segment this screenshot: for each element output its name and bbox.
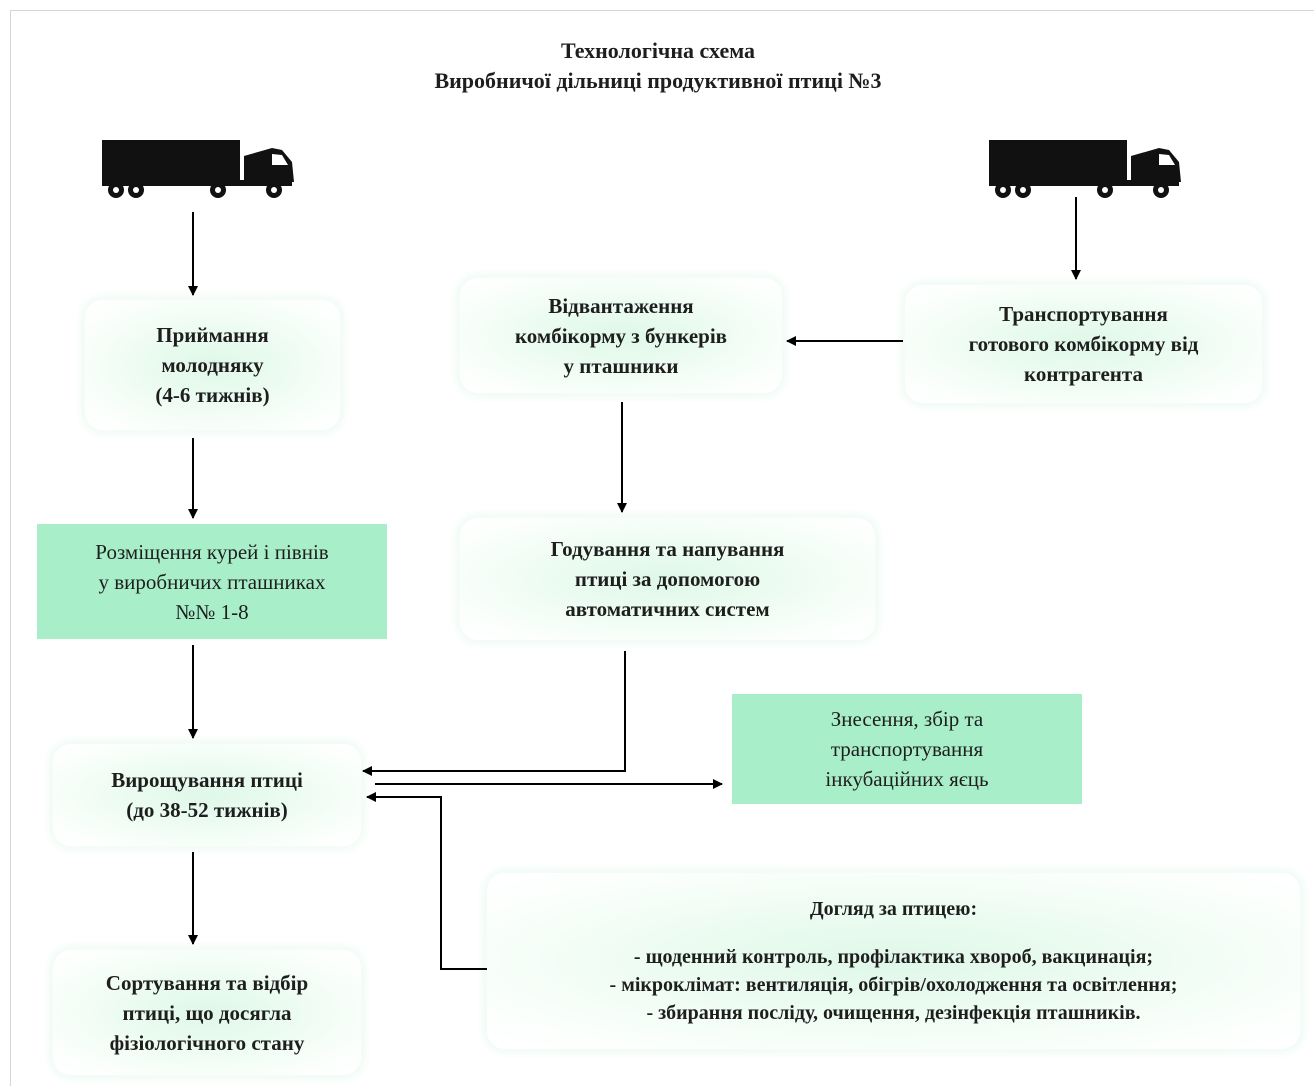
unloading-line: комбікорму з бункерів	[514, 323, 728, 348]
transport-line: готового комбікорму від	[968, 332, 1199, 356]
receiving-line: Приймання	[156, 323, 269, 347]
unloading-line: у пташники	[563, 353, 679, 378]
growing-line: (до 38-52 тижнів)	[126, 798, 288, 822]
care-item: - збирання посліду, очищення, дезінфекці…	[646, 1002, 1141, 1024]
sorting-line: фізіологічного стану	[109, 1030, 305, 1055]
sorting-box: Сортування та відбір птиці, що досягла ф…	[53, 950, 361, 1075]
sorting-line: Сортування та відбір	[105, 970, 309, 995]
receiving-line: молодняку	[161, 353, 264, 377]
transport-box: Транспортування готового комбікорму від …	[905, 285, 1262, 403]
receiving-box: Приймання молодняку (4-6 тижнів)	[85, 300, 340, 430]
receiving-line: (4-6 тижнів)	[155, 383, 270, 407]
growing-line: Вирощування птиці	[111, 768, 303, 792]
placement-box: Розміщення курей і півнів у виробничих п…	[37, 524, 387, 639]
placement-line: №№ 1-8	[175, 599, 249, 624]
eggs-line: Знесення, збір та	[830, 707, 984, 731]
truck-icon	[989, 140, 1181, 198]
truck-icon	[102, 140, 294, 198]
placement-line: Розміщення курей і півнів	[95, 539, 329, 564]
title-line-1: Технологічна схема	[560, 38, 756, 63]
title-line-2: Виробничої дільниці продуктивної птиці №…	[434, 68, 882, 93]
eggs-line: транспортування	[830, 737, 984, 761]
care-heading: Догляд за птицею:	[809, 898, 978, 920]
feeding-box: Годування та напування птиці за допомого…	[460, 518, 875, 640]
care-box: Догляд за птицею: - щоденний контроль, п…	[487, 873, 1300, 1049]
feeding-line: автоматичних систем	[565, 597, 770, 621]
feeding-line: птиці за допомогою	[574, 567, 761, 591]
transport-line: Транспортування	[999, 302, 1168, 326]
diagram-title: Технологічна схема Виробничої дільниці п…	[0, 36, 1316, 96]
arrow-care-to-growing	[366, 792, 487, 970]
growing-box: Вирощування птиці (до 38-52 тижнів)	[53, 744, 361, 846]
feeding-line: Годування та напування	[550, 537, 785, 561]
placement-line: у виробничих пташниках	[98, 569, 326, 594]
arrow-feeding-to-growing	[362, 651, 626, 776]
transport-line: контрагента	[1024, 362, 1143, 386]
care-item: - мікроклімат: вентиляція, обігрів/охоло…	[609, 974, 1178, 996]
eggs-line: інкубаційних яєць	[825, 767, 989, 791]
sorting-line: птиці, що досягла	[122, 1000, 292, 1025]
unloading-box: Відвантаження комбікорму з бункерів у пт…	[460, 278, 782, 393]
page-frame	[10, 10, 1314, 1086]
eggs-box: Знесення, збір та транспортування інкуба…	[732, 694, 1082, 804]
care-item: - щоденний контроль, профілактика хвороб…	[633, 946, 1154, 968]
unloading-line: Відвантаження	[548, 293, 694, 318]
